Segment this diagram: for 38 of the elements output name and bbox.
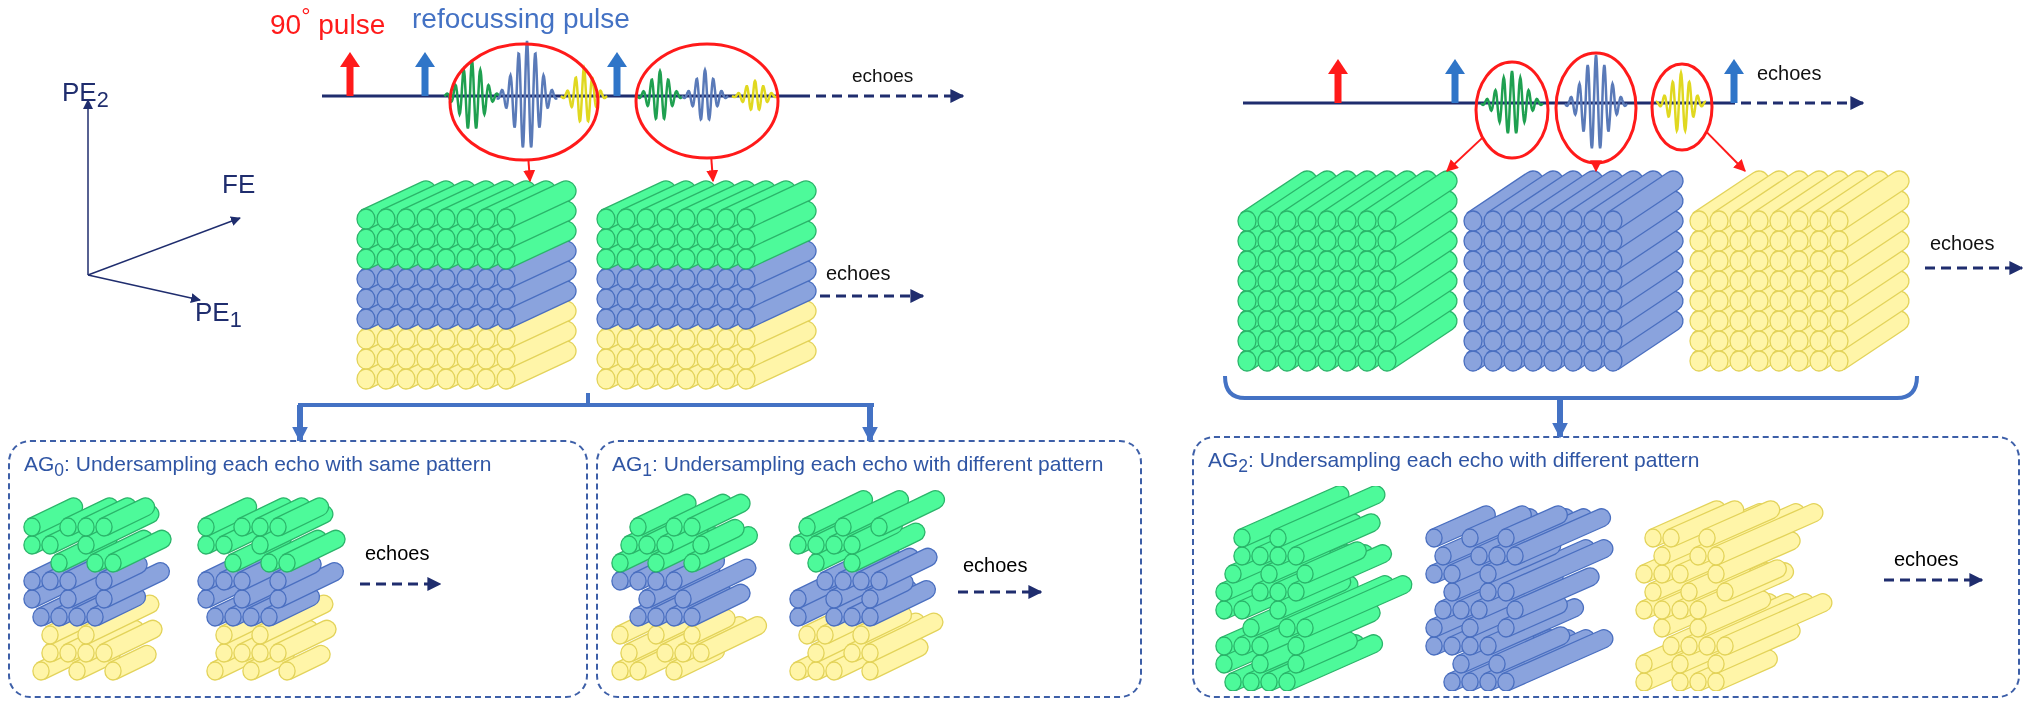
arrow bbox=[292, 405, 308, 443]
echo-selection-ellipse bbox=[1554, 51, 1638, 165]
cylinder-block-drawing bbox=[1462, 170, 1686, 374]
arrow bbox=[523, 158, 536, 183]
arrow bbox=[862, 405, 878, 443]
dashed-group-box bbox=[1192, 436, 2020, 698]
branch-line bbox=[296, 393, 876, 407]
cylinder-block-drawing bbox=[595, 180, 819, 392]
echo-selection-ellipse bbox=[1474, 60, 1550, 160]
echoes-label: echoes bbox=[1757, 62, 1822, 84]
pulse-label: 90$^{°}$ pulse bbox=[270, 4, 386, 42]
echo-selection-ellipse bbox=[1650, 62, 1714, 152]
arrow bbox=[1552, 398, 1568, 439]
dashed-group-box bbox=[596, 440, 1142, 698]
arrow bbox=[1590, 160, 1602, 173]
echoes-label: echoes bbox=[963, 554, 1028, 576]
cylinder-block-drawing bbox=[355, 180, 579, 392]
bracket bbox=[1223, 376, 1919, 400]
dashed-group-box bbox=[8, 440, 588, 698]
echoes-label: echoes bbox=[1930, 232, 1995, 254]
axis-label: PE$_{2}$ bbox=[62, 78, 109, 112]
arrow bbox=[1705, 130, 1746, 172]
pulse-label: refocussing pulse bbox=[412, 4, 630, 35]
echoes-label: echoes bbox=[826, 262, 891, 284]
axis-label: FE bbox=[222, 170, 256, 199]
echoes-label: echoes bbox=[1894, 548, 1959, 570]
box-title: AG$_{2}$: Undersampling each echo with different pattern bbox=[1208, 448, 1700, 477]
echoes-label: echoes bbox=[365, 542, 430, 564]
arrow bbox=[706, 156, 719, 183]
box-title: AG$_{0}$: Undersampling each echo with same pattern bbox=[24, 452, 492, 481]
echo-selection-ellipse bbox=[634, 42, 780, 160]
cylinder-block-drawing bbox=[1688, 170, 1912, 374]
axis-label: PE$_{1}$ bbox=[195, 298, 242, 332]
box-title: AG$_{1}$: Undersampling each echo with different pattern bbox=[612, 452, 1104, 481]
echo-selection-ellipse bbox=[448, 42, 600, 162]
cylinder-block-drawing bbox=[1236, 170, 1460, 374]
arrow bbox=[1446, 136, 1484, 172]
echoes-label: echoes bbox=[852, 66, 914, 87]
